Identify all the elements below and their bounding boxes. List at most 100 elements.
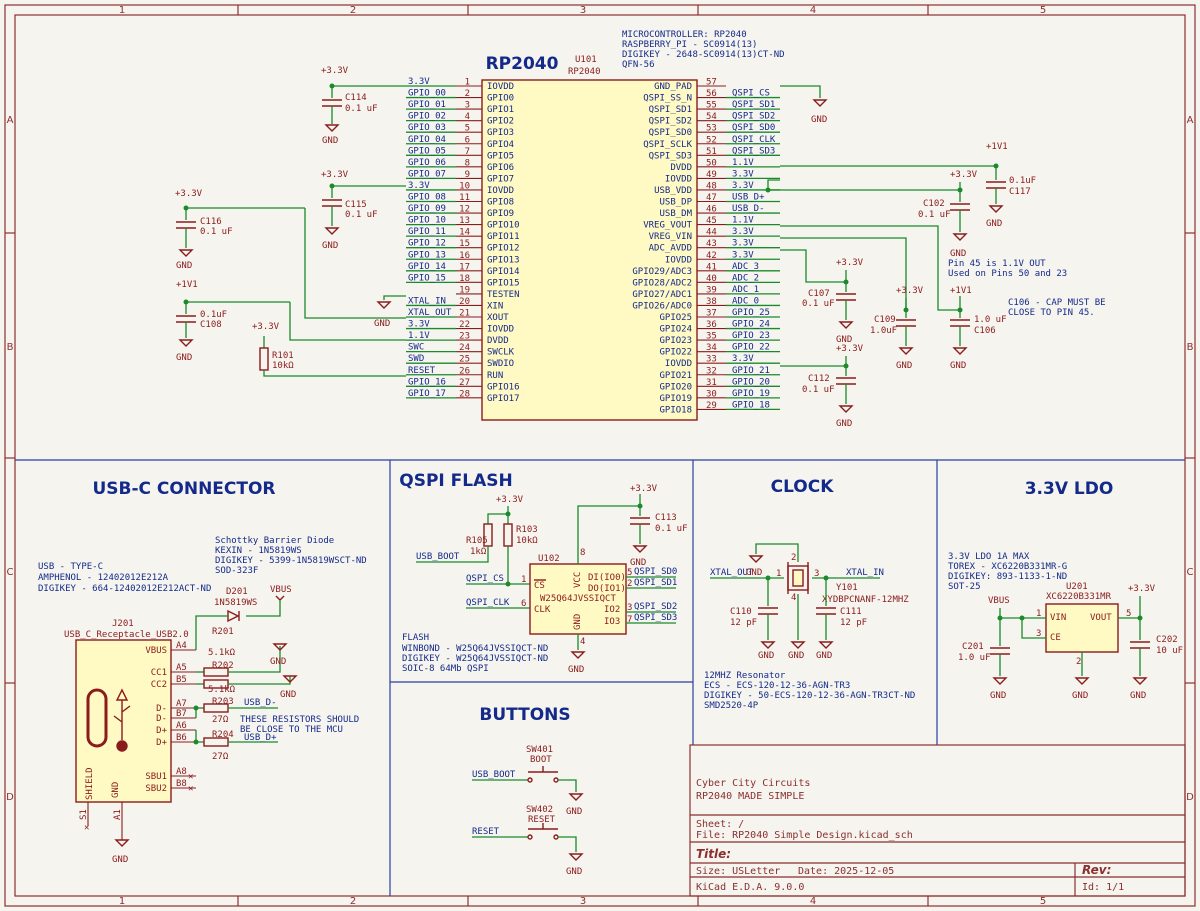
- mcu-net-label[interactable]: GPIO_15: [408, 273, 446, 283]
- mcu-pin-number: 31: [706, 378, 717, 388]
- mcu-net-label[interactable]: XTAL_IN: [408, 296, 446, 306]
- mcu-net-label[interactable]: GPIO_23: [732, 331, 770, 341]
- mcu-net-label[interactable]: 1.1V: [732, 216, 754, 226]
- mcu-net-label[interactable]: GPIO_01: [408, 100, 446, 110]
- mcu-net-label[interactable]: ADC_2: [732, 273, 759, 283]
- mcu-net-label[interactable]: GPIO_21: [732, 366, 770, 376]
- mcu-net-label[interactable]: GPIO_10: [408, 216, 446, 226]
- mcu-net-label[interactable]: 3.3V: [408, 181, 430, 191]
- mcu-net-label[interactable]: 3.3V: [732, 239, 754, 249]
- mcu-net-label[interactable]: GPIO_00: [408, 89, 446, 99]
- ldo-regulator[interactable]: 3.3V LDO 1A MAX TOREX - XC6220B331MR-G D…: [948, 552, 1183, 701]
- mcu-net-label[interactable]: GPIO_14: [408, 262, 446, 272]
- mcu-net-label[interactable]: GPIO_08: [408, 193, 446, 203]
- usb-note: THESE RESISTORS SHOULD: [240, 715, 359, 725]
- mcu-rp2040[interactable]: RP2040 U101 RP2040 MICROCONTROLLER: RP20…: [406, 30, 785, 421]
- mcu-net-label[interactable]: QSPI_CS: [732, 89, 770, 99]
- mcu-pin-number: 25: [459, 355, 470, 365]
- mcu-net-label[interactable]: XTAL_OUT: [408, 308, 452, 318]
- mcu-net-label[interactable]: GPIO_18: [732, 400, 770, 410]
- mcu-pin-name: GPIO8: [487, 198, 514, 208]
- mcu-net-label[interactable]: GPIO_05: [408, 146, 446, 156]
- mcu-net-label[interactable]: QSPI_CLK: [732, 135, 776, 145]
- mcu-net-label[interactable]: QSPI_SD2: [732, 112, 775, 122]
- mcu-net-label[interactable]: QSPI_SD1: [732, 100, 775, 110]
- mcu-net-label[interactable]: 3.3V: [408, 320, 430, 330]
- mcu-pin-number: 4: [465, 112, 470, 122]
- mcu-net-label[interactable]: 3.3V: [732, 250, 754, 260]
- ldo-pin: VIN: [1050, 613, 1066, 623]
- nc-x: ✕: [188, 772, 193, 782]
- mcu-title: RP2040: [486, 54, 559, 74]
- mcu-pin-name: GPIO24: [659, 325, 692, 335]
- mcu-pin-name: GPIO14: [487, 267, 520, 277]
- mcu-net-label[interactable]: GPIO_17: [408, 389, 446, 399]
- clock-resonator[interactable]: XTAL_OUT XTAL_IN GND GND 1 3 2 4 Y101 XY…: [704, 543, 915, 711]
- mcu-net-label[interactable]: 3.3V: [732, 181, 754, 191]
- vbus-label: VBUS: [270, 585, 292, 595]
- mcu-net-label[interactable]: GPIO_04: [408, 135, 446, 145]
- mcu-net-label[interactable]: ADC_0: [732, 296, 759, 306]
- mcu-net-label[interactable]: GPIO_20: [732, 377, 770, 387]
- mcu-net-label[interactable]: 3.3V: [732, 169, 754, 179]
- mcu-pin-name: GPIO9: [487, 209, 514, 219]
- mcu-net-label[interactable]: USB_D+: [732, 193, 765, 203]
- mcu-net-label[interactable]: QSPI_SD0: [732, 123, 775, 133]
- mcu-pin-name: GPIO20: [659, 382, 692, 392]
- mcu-net-label[interactable]: GPIO_16: [408, 377, 446, 387]
- mcu-net-label[interactable]: GPIO_02: [408, 112, 446, 122]
- net-qspi-sd3: QSPI_SD3: [634, 613, 677, 623]
- mcu-net-label[interactable]: SWD: [408, 354, 424, 364]
- y-pnum: 3: [814, 569, 819, 579]
- mcu-pin-number: 33: [706, 355, 717, 365]
- mcu-net-label[interactable]: GPIO_09: [408, 204, 446, 214]
- u102-value: W25Q64JVSSIQCT: [540, 594, 616, 604]
- mcu-pin-number: 14: [459, 228, 470, 238]
- gnd-label: GND: [176, 353, 192, 363]
- mcu-pin-number: 12: [459, 205, 470, 215]
- mcu-pin-number: 13: [459, 216, 470, 226]
- mcu-net-label[interactable]: GPIO_24: [732, 320, 770, 330]
- mcu-net-label[interactable]: GPIO_11: [408, 227, 446, 237]
- mcu-net-label[interactable]: ADC_3: [732, 262, 759, 272]
- mcu-net-label[interactable]: GPIO_03: [408, 123, 446, 133]
- mcu-net-label[interactable]: GPIO_22: [732, 343, 770, 353]
- mcu-net-label[interactable]: 3.3V: [408, 77, 430, 87]
- mcu-net-label[interactable]: GPIO_19: [732, 389, 770, 399]
- net-usb-dm: USB_D-: [244, 698, 277, 708]
- mcu-net-label[interactable]: SWC: [408, 343, 424, 353]
- tb-title: Title:: [696, 847, 731, 861]
- mcu-net-label[interactable]: GPIO_06: [408, 158, 446, 168]
- mcu-pin-name: GPIO25: [659, 313, 692, 323]
- c106-power: +1V1: [950, 286, 972, 296]
- mcu-net-label[interactable]: GPIO_12: [408, 239, 446, 249]
- mcu-pin-number: 20: [459, 297, 470, 307]
- mcu-net-label[interactable]: 1.1V: [732, 158, 754, 168]
- mcu-net-label[interactable]: GPIO_07: [408, 169, 446, 179]
- mcu-pin-name: GPIO28/ADC2: [632, 278, 692, 288]
- mcu-pin-number: 5: [465, 124, 470, 134]
- qspi-flash[interactable]: +3.3V R105 1kΩ R103 10kΩ USB_BOOT QSPI_C…: [402, 484, 688, 675]
- mcu-net-label[interactable]: 3.3V: [732, 354, 754, 364]
- mcu-pin-name: GPIO11: [487, 232, 520, 242]
- mcu-net-label[interactable]: USB_D-: [732, 204, 765, 214]
- mcu-net-label[interactable]: ADC_1: [732, 285, 759, 295]
- c116-power: +3.3V: [175, 189, 203, 199]
- usb-c-connector[interactable]: USB - TYPE-C AMPHENOL - 12402012E212A DI…: [38, 536, 367, 865]
- mcu-net-label[interactable]: GPIO_25: [732, 308, 770, 318]
- mcu-pin-name: GPIO15: [487, 278, 520, 288]
- note-pin45: Pin 45 is 1.1V OUT: [948, 259, 1046, 269]
- c112-value: 0.1 uF: [802, 385, 835, 395]
- mcu-pin-name: GPIO19: [659, 394, 692, 404]
- mcu-net-label[interactable]: 3.3V: [732, 227, 754, 237]
- row-mark: B: [1187, 342, 1194, 353]
- c109-ref: C109: [874, 315, 896, 325]
- mcu-net-label[interactable]: GPIO_13: [408, 250, 446, 260]
- c106-ref: C106: [974, 326, 996, 336]
- net-usb-dp: USB_D+: [244, 733, 277, 743]
- buttons-circuit[interactable]: SW401 BOOT USB_BOOT GND SW402 RESET RESE…: [472, 745, 584, 877]
- mcu-net-label[interactable]: QSPI_SD3: [732, 146, 775, 156]
- mcu-net-label[interactable]: 1.1V: [408, 331, 430, 341]
- mcu-net-label[interactable]: RESET: [408, 366, 436, 376]
